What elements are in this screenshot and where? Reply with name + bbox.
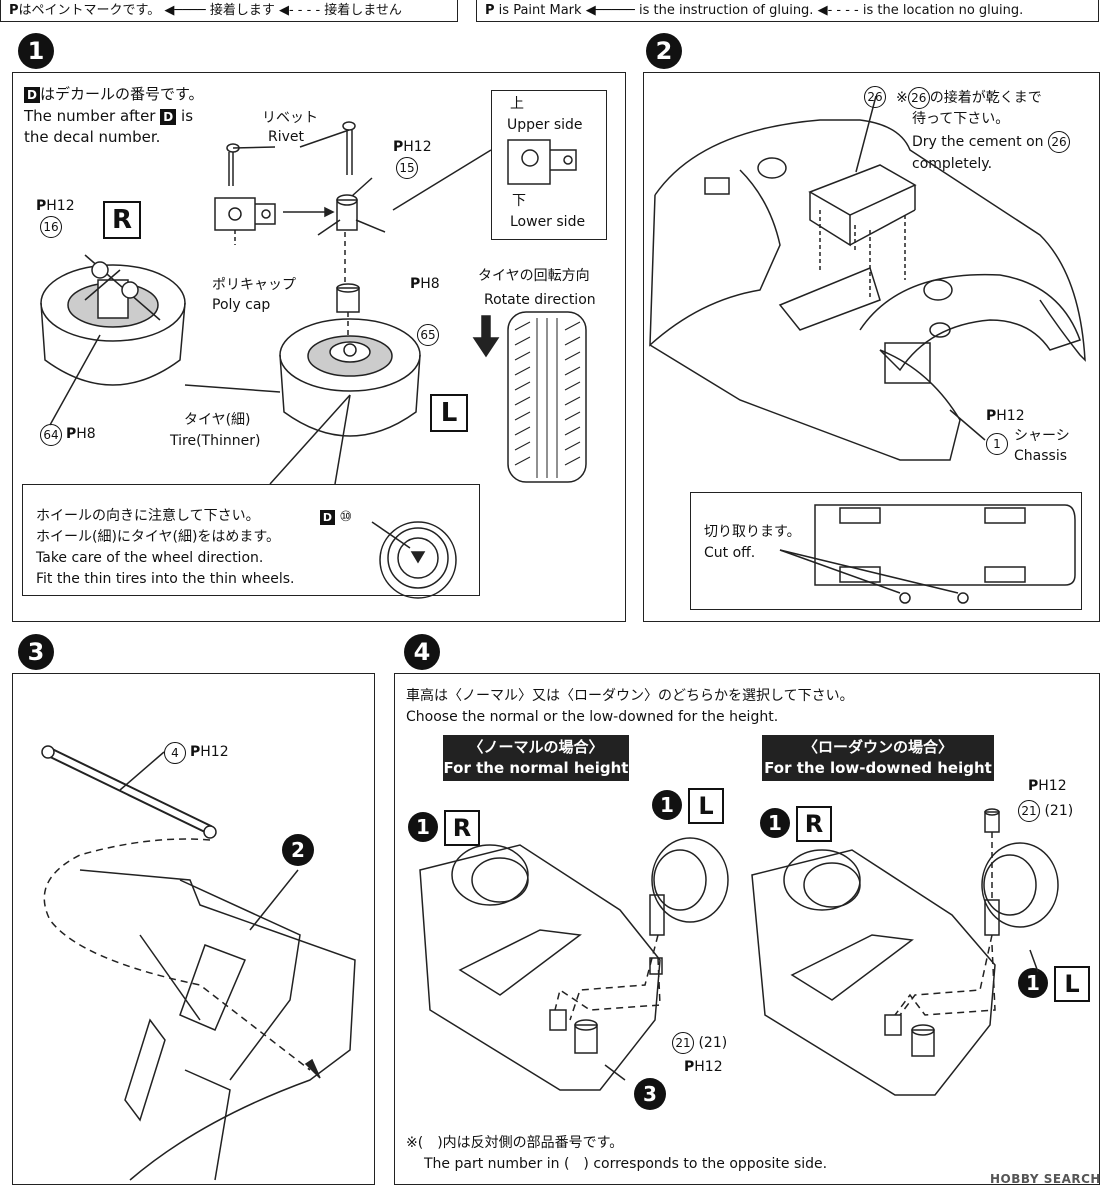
legend-en-glue: is the instruction of gluing. [638, 3, 814, 18]
low-paint-h12: PH12 [1028, 778, 1067, 794]
dry-note-en-1: Dry the cement on 26 [912, 131, 1070, 153]
step-1-panel [12, 72, 626, 622]
paint-h12-a: PH12 [393, 139, 432, 155]
paint-mark-symbol: P [9, 3, 19, 18]
cut-jp: 切り取ります。 [704, 524, 801, 540]
low-label: 〈ローダウンの場合〉 For the low-downed height [762, 735, 994, 781]
step-1-number: 1 [18, 33, 54, 69]
step-2-number: 2 [646, 33, 682, 69]
upper-jp: 上 [510, 96, 524, 112]
paint-h12-step3: PH12 [190, 744, 229, 760]
step-3-panel [12, 673, 375, 1185]
paint-h8-b: PH8 [66, 426, 96, 442]
part-26-b: 26 [907, 87, 930, 109]
polycap-en: Poly cap [212, 297, 271, 313]
part-26-c: 26 [1047, 131, 1070, 153]
part-65: 65 [417, 324, 439, 346]
low-label-l: L [1054, 966, 1090, 1002]
footnote-en: The part number in ( ) corresponds to th… [424, 1156, 828, 1172]
watermark: HOBBY SEARCH [990, 1172, 1101, 1186]
part-4: 4 [164, 742, 186, 764]
decal-note-en: The number after D is [24, 107, 194, 125]
dry-note-en-2: completely. [912, 156, 993, 172]
low-part-21: 21 (21) [1018, 800, 1073, 822]
solid-arrow-icon: ◀───── [585, 3, 635, 18]
rivet-label-jp: リベット [262, 110, 318, 126]
cut-off-box [690, 492, 1082, 610]
normal-part-21: 21 (21) [672, 1032, 727, 1054]
part-16: 16 [40, 216, 62, 238]
wheel-note-en-1: Take care of the wheel direction. [36, 550, 264, 566]
part-64: 64 [40, 424, 62, 446]
wheel-note-box [22, 484, 480, 596]
step-2-panel [643, 72, 1100, 622]
step-4-number: 4 [404, 634, 440, 670]
label-r: R [103, 201, 141, 239]
step-3-number: 3 [18, 634, 54, 670]
choose-jp: 車高は〈ノーマル〉又は〈ローダウン〉のどちらかを選択して下さい。 [406, 688, 854, 704]
paint-mark-symbol: P [485, 3, 495, 18]
paint-h8-a: PH8 [410, 276, 440, 292]
lower-jp: 下 [512, 193, 526, 209]
low-ref-1-l: 1 [1018, 968, 1048, 998]
cut-en: Cut off. [704, 545, 756, 561]
legend-jp-glue: 接着します [209, 3, 275, 18]
legend-jp-noglue: 接着しません [324, 3, 402, 18]
decal-note-en-2: the decal number. [24, 128, 161, 146]
normal-ref-3: 3 [634, 1078, 666, 1110]
legend-en-noglue: is the location no gluing. [862, 3, 1024, 18]
wheel-note-jp-1: ホイールの向きに注意して下さい。 [36, 508, 260, 524]
rotate-jp: タイヤの回転方向 [478, 268, 590, 284]
paint-h12-b: PH12 [36, 198, 75, 214]
solid-arrow-icon: ◀──── [164, 3, 206, 18]
decal-badge: D [160, 109, 177, 125]
label-l: L [430, 394, 468, 432]
decal-badge: D [24, 87, 40, 103]
lower-en: Lower side [510, 214, 586, 230]
legend-jp: Pはペイントマークです。 ◀──── 接着します ◀- - - - 接着しません [0, 0, 458, 22]
legend-en: P is Paint Mark ◀───── is the instructio… [476, 0, 1099, 22]
dashed-arrow-icon: ◀- - - - [278, 3, 321, 18]
low-label-r: R [796, 806, 832, 842]
normal-ref-1-r: 1 [408, 812, 438, 842]
dashed-arrow-icon: ◀- - - - [817, 3, 859, 18]
part-26-a: 26 [864, 86, 886, 108]
step-4-panel [394, 673, 1100, 1185]
part-15: 15 [396, 157, 418, 179]
chassis-jp: シャーシ [1014, 428, 1070, 444]
wheel-note-en-2: Fit the thin tires into the thin wheels. [36, 571, 295, 587]
wheel-note-jp-2: ホイール(細)にタイヤ(細)をはめます。 [36, 529, 281, 545]
paint-h12-chassis: PH12 [986, 408, 1025, 424]
legend-en-paint: is Paint Mark [498, 3, 582, 18]
polycap-jp: ポリキャップ [212, 277, 296, 293]
footnote-jp: ※( )内は反対側の部品番号です。 [406, 1135, 624, 1151]
normal-label-r: R [444, 810, 480, 846]
normal-paint-h12: PH12 [684, 1059, 723, 1075]
legend-jp-paint: はペイントマークです。 [18, 3, 161, 18]
upper-en: Upper side [507, 117, 583, 133]
part-1: 1 [986, 433, 1008, 455]
rotate-en: Rotate direction [484, 292, 596, 308]
low-ref-1-r: 1 [760, 808, 790, 838]
tire-jp: タイヤ(細) [184, 412, 251, 428]
dry-note-jp-2: 待って下さい。 [912, 111, 1010, 127]
upper-lower-inset [491, 90, 607, 240]
normal-label: 〈ノーマルの場合〉 For the normal height [443, 735, 629, 781]
tire-en: Tire(Thinner) [170, 433, 261, 449]
rivet-label-en: Rivet [268, 129, 305, 145]
normal-label-l: L [688, 788, 724, 824]
choose-en: Choose the normal or the low-downed for … [406, 709, 779, 725]
step-3-ref-2: 2 [282, 834, 314, 866]
normal-ref-1-l: 1 [652, 790, 682, 820]
chassis-en: Chassis [1014, 448, 1067, 464]
decal-10-label: D ⑩ [320, 507, 352, 528]
